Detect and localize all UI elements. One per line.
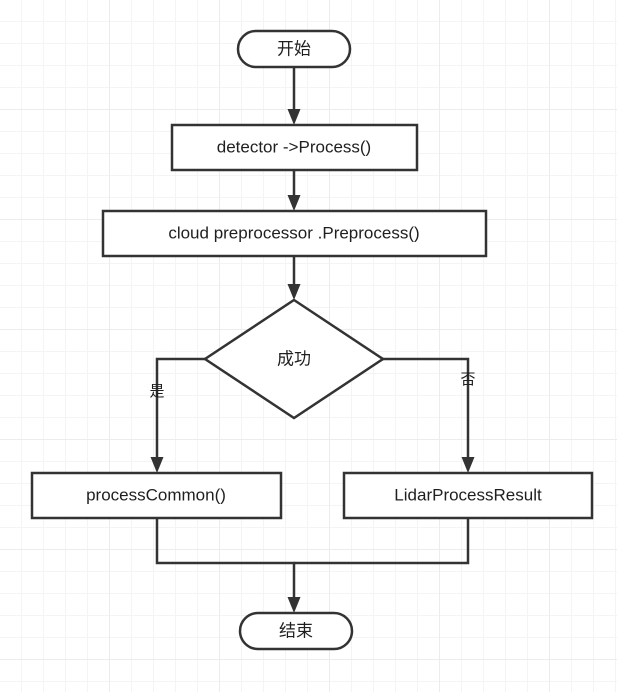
decision-node-shape — [202, 298, 386, 420]
preprocess-node-shape — [101, 209, 488, 258]
node-start[interactable]: 开始 — [236, 29, 352, 69]
end-node-label: 结束 — [279, 621, 313, 640]
detector-node-label: detector ->Process() — [217, 137, 371, 156]
preprocess-node-label: cloud preprocessor .Preprocess() — [168, 223, 419, 242]
common-node-label: processCommon() — [86, 485, 226, 504]
arrowhead-icon — [287, 195, 301, 211]
arrowhead-icon — [461, 457, 475, 473]
arrowhead-icon — [287, 284, 301, 300]
node-decision-success[interactable]: 成功 — [202, 298, 386, 420]
node-process-common[interactable]: processCommon() — [30, 471, 283, 520]
lidar-node-shape — [342, 471, 594, 520]
node-end[interactable]: 结束 — [238, 611, 354, 651]
start-node-shape — [236, 29, 352, 69]
decision-node-label: 成功 — [277, 349, 311, 368]
edge-decision-no-to-lidar — [383, 357, 475, 473]
detector-node-shape — [170, 123, 419, 172]
edge-detector-to-preprocess — [287, 170, 301, 211]
common-node-shape — [30, 471, 283, 520]
edge-label-no: 否 — [460, 371, 475, 388]
end-node-shape — [238, 611, 354, 651]
node-lidar-process-result[interactable]: LidarProcessResult — [342, 471, 594, 520]
node-detector-process[interactable]: detector ->Process() — [170, 123, 419, 172]
arrowhead-icon — [287, 109, 301, 125]
arrowhead-icon — [150, 457, 164, 473]
edge-common-to-end — [155, 518, 296, 601]
edge-label-yes: 是 — [149, 383, 164, 400]
start-node-label: 开始 — [277, 39, 311, 58]
edge-preprocess-to-decision — [287, 256, 301, 300]
arrowhead-icon — [287, 597, 301, 613]
edge-decision-yes-to-common — [150, 357, 205, 473]
edge-lidar-to-end — [294, 518, 470, 565]
edge-start-to-detector — [287, 67, 301, 125]
lidar-node-label: LidarProcessResult — [394, 485, 542, 504]
node-cloud-preprocess[interactable]: cloud preprocessor .Preprocess() — [101, 209, 488, 258]
